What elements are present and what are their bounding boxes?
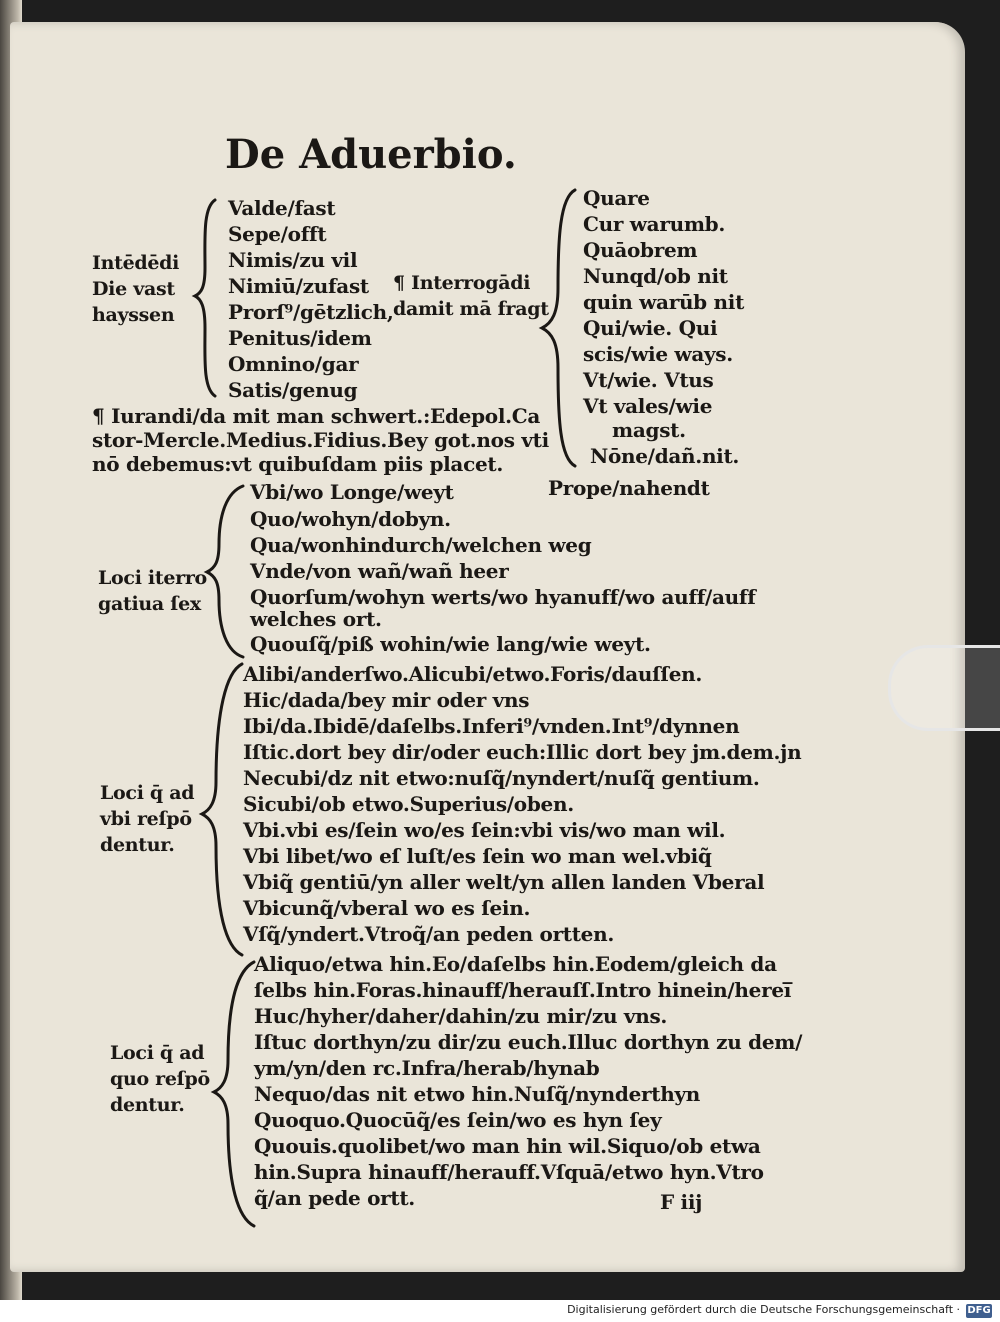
iurandi-line: stor-Mercle.Medius.Fidius.Bey got.nos vt… — [92, 428, 549, 452]
loci-interrogativa-line: Quouſq̃/piß wohin/wie lang/wie weyt. — [250, 632, 651, 656]
loci-quo-line: Quoquo.Quocūq̃/es ſein/wo es hyn ſey — [254, 1108, 662, 1132]
interrogandi-line: Quāobrem — [583, 238, 698, 262]
loci-quo-line: Quouis.quolibet/wo man hin wil.Siquo/ob … — [254, 1134, 761, 1158]
page-clip — [888, 645, 1000, 731]
loci-quo-brace — [210, 960, 256, 1228]
loci-ubi-line: Iſtic.dort bey dir/oder euch:Illic dort … — [243, 740, 802, 764]
loci-ubi-brace — [198, 662, 244, 957]
loci-quo-line: ſelbs hin.Foras.hinauff/herauſſ.Intro hi… — [254, 978, 792, 1002]
interrogandi-brace — [538, 188, 577, 468]
loci-quo-line: q̃/an pede ortt. — [254, 1186, 415, 1210]
loci-quo-line: Aliquo/etwa hin.Eo/daſelbs hin.Eodem/gle… — [254, 952, 777, 976]
loci-ubi-line: Vbi libet/wo eſ luſt/es ſein wo man wel.… — [243, 844, 712, 868]
loci-ubi-label: Loci q̄ ad vbi reſpō dentur. — [100, 782, 195, 856]
loci-interrogativa-line: Quo/wohyn/dobyn. — [250, 507, 451, 531]
loci-interrogativa-line: welches ort. — [250, 607, 382, 631]
prope-entry: Prope/nahendt — [548, 476, 710, 500]
interrogandi-line: Qui/wie. Qui — [583, 316, 718, 340]
intendendi-line: Sepe/offt — [228, 222, 327, 246]
intendendi-brace — [191, 198, 217, 398]
interrogandi-label: ¶ Interrogādi damit mā fragt — [393, 272, 549, 320]
interrogandi-line: Quare — [583, 186, 650, 210]
loci-interrogativa-brace — [203, 484, 245, 659]
signature-mark: F iij — [660, 1190, 703, 1214]
intendendi-line: Omnino/gar — [228, 352, 359, 376]
page-title: De Aduerbio. — [225, 131, 517, 178]
loci-interrogativa-label: Loci iterro gatiua ſex — [98, 567, 207, 615]
loci-interrogativa-line: Qua/wonhindurch/welchen weg — [250, 533, 592, 557]
loci-interrogativa-line: Vbi/wo Longe/weyt — [250, 480, 454, 504]
loci-quo-line: Nequo/das nit etwo hin.Nuſq̃/nynderthyn — [254, 1082, 701, 1106]
book-page — [10, 22, 965, 1272]
loci-ubi-line: Hic/dada/bey mir oder vns — [243, 688, 530, 712]
loci-ubi-line: Vbi.vbi es/ſein wo/es ſein:vbi vis/wo ma… — [243, 818, 726, 842]
loci-ubi-line: Vbicunq̃/vberal wo es ſein. — [243, 896, 531, 920]
interrogandi-line: magst. — [612, 418, 686, 442]
loci-quo-line: hin.Supra hinauff/herauff.Vſquā/etwo hyn… — [254, 1160, 764, 1184]
dfg-logo: DFG — [966, 1304, 992, 1318]
loci-quo-line: Iſtuc dorthyn/zu dir/zu euch.Illuc dorth… — [254, 1030, 803, 1054]
intendendi-line: Nimis/zu vil — [228, 248, 358, 272]
loci-ubi-line: Vſq̃/yndert.Vtroq̃/an peden ortten. — [243, 922, 615, 946]
loci-quo-line: Huc/hyher/daher/dahin/zu mir/zu vns. — [254, 1004, 668, 1028]
interrogandi-line: Cur warumb. — [583, 212, 726, 236]
loci-ubi-line: Necubi/dz nit etwo:nuſq̃/nyndert/nuſq̃ g… — [243, 766, 760, 790]
intendendi-line: Nimiū/zufast — [228, 274, 369, 298]
intendendi-line: Prorſ⁹/gētzlich, — [228, 300, 394, 324]
intendendi-line: Penitus/idem — [228, 326, 372, 350]
loci-interrogativa-line: Vnde/von wañ/wañ heer — [250, 559, 509, 583]
intendendi-line: Valde/fast — [228, 196, 336, 220]
iurandi-line: ¶ Iurandi/da mit man schwert.:Edepol.Ca — [92, 404, 541, 428]
interrogandi-line: Vt/wie. Vtus — [583, 368, 714, 392]
interrogandi-line: Vt vales/wie — [583, 394, 713, 418]
loci-quo-label: Loci q̄ ad quo reſpō dentur. — [110, 1042, 210, 1116]
intendendi-label: Intēdēdi Die vast hayssen — [92, 252, 180, 326]
loci-interrogativa-line: Quorſum/wohyn werts/wo hyanuff/wo auff/a… — [250, 585, 756, 609]
interrogandi-line: Nōne/dañ.nit. — [590, 444, 740, 468]
interrogandi-line: scis/wie ways. — [583, 342, 733, 366]
interrogandi-line: Nunqd/ob nit — [583, 264, 728, 288]
iurandi-line: nō debemus:vt quibuſdam piis placet. — [92, 452, 503, 476]
loci-ubi-line: Alibi/anderſwo.Alicubi/etwo.Foris/dauſſe… — [243, 662, 703, 686]
loci-ubi-line: Vbiq̃ gentiū/yn aller welt/yn allen land… — [243, 870, 765, 894]
footer-bar: Digitalisierung gefördert durch die Deut… — [0, 1300, 1000, 1322]
loci-ubi-line: Ibi/da.Ibidē/daſelbs.Inferi⁹/vnden.Int⁹/… — [243, 714, 740, 738]
loci-quo-line: ym/yn/den rc.Infra/herab/hynab — [254, 1056, 600, 1080]
loci-ubi-line: Sicubi/ob etwo.Superius/oben. — [243, 792, 574, 816]
footer-credit: Digitalisierung gefördert durch die Deut… — [567, 1303, 960, 1316]
interrogandi-line: quin warūb nit — [583, 290, 745, 314]
intendendi-line: Satis/genug — [228, 378, 358, 402]
